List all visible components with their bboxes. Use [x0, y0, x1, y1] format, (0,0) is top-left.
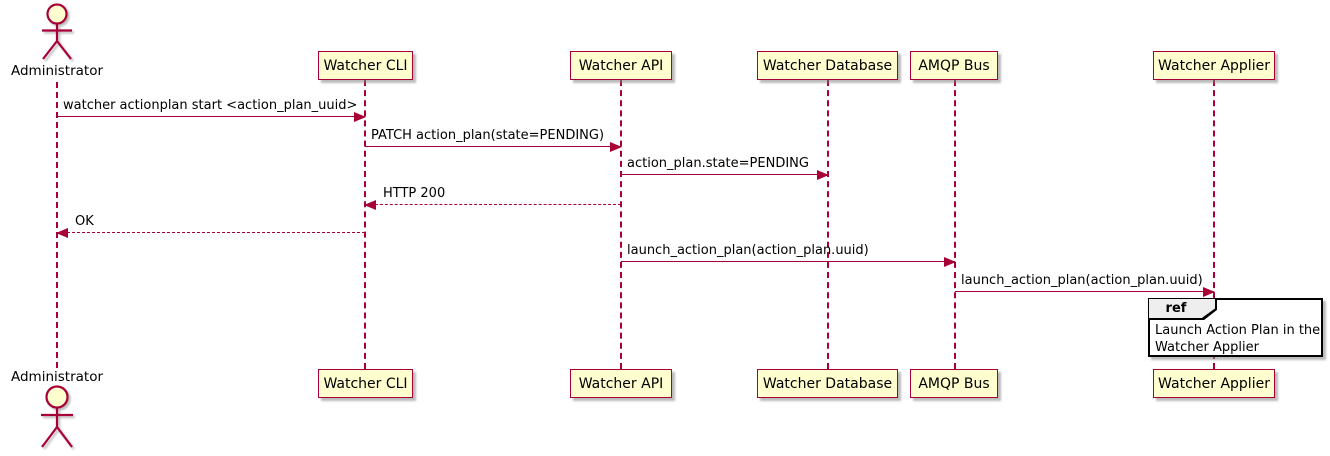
participant-bottom-amqp-bus: AMQP Bus — [910, 369, 998, 398]
ref-body-line2: Watcher Applier — [1155, 340, 1259, 355]
message-label: HTTP 200 — [383, 186, 446, 201]
actor-icon-top — [42, 3, 72, 60]
message-ok: OK — [56, 213, 365, 238]
message-label: launch_action_plan(action_plan.uuid) — [961, 273, 1203, 288]
message-http-200: HTTP 200 — [364, 185, 621, 210]
arrowhead-right-icon — [354, 112, 366, 122]
ref-body-line1: Launch Action Plan in the — [1155, 323, 1321, 338]
participant-label: Watcher Applier — [1158, 375, 1270, 392]
ref-fragment: ref Launch Action Plan in the Watcher Ap… — [1148, 298, 1323, 357]
message-launch-action-plan-applier: launch_action_plan(action_plan.uuid) — [955, 272, 1215, 297]
participant-top-watcher-cli: Watcher CLI — [318, 51, 413, 80]
message-patch-action-plan: PATCH action_plan(state=PENDING) — [365, 127, 622, 152]
participant-label: Watcher Database — [762, 375, 893, 392]
arrowhead-right-icon — [944, 257, 956, 267]
message-start-actionplan: watcher actionplan start <action_plan_uu… — [57, 97, 366, 122]
message-label: watcher actionplan start <action_plan_uu… — [63, 98, 358, 113]
participant-label: AMQP Bus — [918, 375, 990, 392]
participant-label: Watcher API — [578, 375, 664, 392]
ref-keyword: ref — [1165, 301, 1187, 316]
participant-bottom-watcher-applier: Watcher Applier — [1153, 369, 1275, 398]
participant-label: Watcher Applier — [1158, 57, 1270, 74]
arrowhead-left-icon — [56, 228, 68, 238]
ref-tab: ref — [1149, 299, 1217, 320]
message-launch-action-plan-amqp: launch_action_plan(action_plan.uuid) — [621, 242, 956, 267]
participant-top-watcher-database: Watcher Database — [757, 51, 898, 80]
participant-label: Watcher Database — [762, 57, 893, 74]
actor-label-bottom: Administrator — [10, 369, 104, 385]
participant-bottom-watcher-api: Watcher API — [570, 369, 672, 398]
message-label: action_plan.state=PENDING — [627, 156, 809, 171]
participant-label: Watcher CLI — [323, 375, 408, 392]
lifeline-watcher-applier — [1213, 80, 1215, 369]
arrowhead-left-icon — [364, 200, 376, 210]
participant-bottom-watcher-database: Watcher Database — [757, 369, 898, 398]
participant-label: Watcher API — [578, 57, 664, 74]
message-label: launch_action_plan(action_plan.uuid) — [627, 243, 869, 258]
participant-top-watcher-applier: Watcher Applier — [1153, 51, 1275, 80]
arrowhead-right-icon — [610, 142, 622, 152]
actor-label-top: Administrator — [10, 63, 104, 79]
lifeline-watcher-database — [827, 80, 829, 369]
participant-label: Watcher CLI — [323, 57, 408, 74]
message-label: OK — [75, 214, 94, 229]
participant-top-amqp-bus: AMQP Bus — [910, 51, 998, 80]
actor-icon-bottom — [41, 385, 73, 448]
lifeline-watcher-api — [620, 80, 622, 369]
message-action-plan-state: action_plan.state=PENDING — [621, 155, 829, 180]
lifeline-administrator — [56, 82, 58, 368]
arrowhead-right-icon — [817, 170, 829, 180]
lifeline-watcher-cli — [364, 80, 366, 369]
participant-bottom-watcher-cli: Watcher CLI — [318, 369, 413, 398]
participant-top-watcher-api: Watcher API — [570, 51, 672, 80]
ref-body-text: Launch Action Plan in the Watcher Applie… — [1150, 321, 1321, 357]
message-label: PATCH action_plan(state=PENDING) — [371, 128, 605, 143]
lifeline-amqp-bus — [954, 80, 956, 369]
participant-label: AMQP Bus — [918, 57, 990, 74]
arrowhead-right-icon — [1203, 287, 1215, 297]
